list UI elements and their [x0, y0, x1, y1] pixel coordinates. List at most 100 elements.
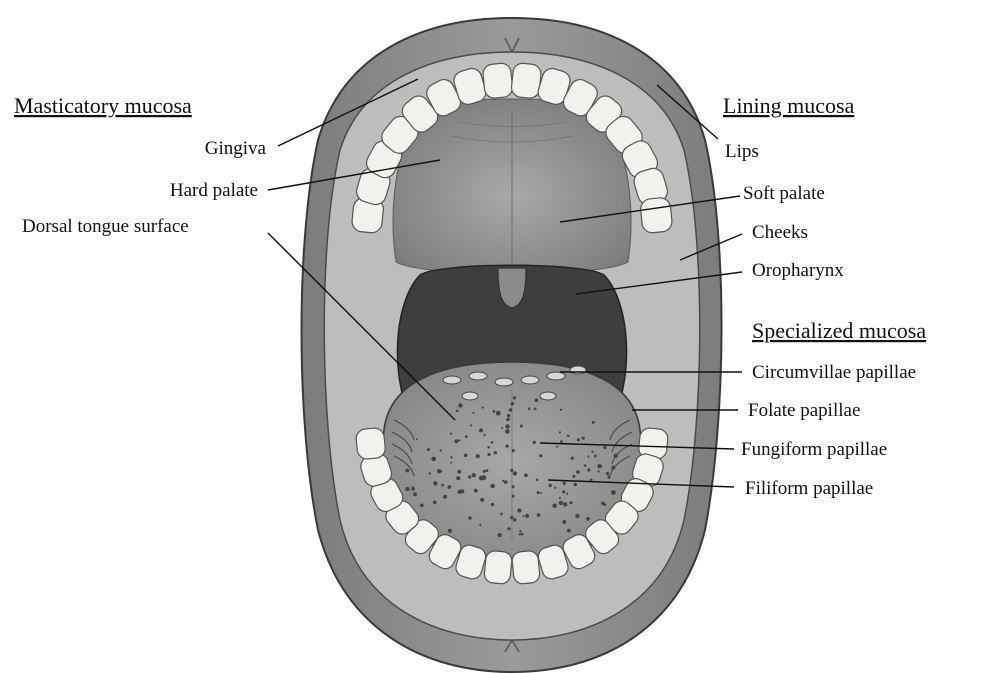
papilla-dot	[540, 492, 542, 494]
papilla-dot	[440, 449, 442, 451]
papilla-dot	[427, 448, 430, 451]
papilla-dot	[582, 437, 585, 440]
papilla-dot	[571, 457, 574, 460]
label-filiform-papillae: Filiform papillae	[745, 478, 873, 499]
papilla-dot	[450, 462, 452, 464]
papilla-dot	[562, 520, 566, 524]
papilla-dot	[591, 451, 593, 453]
papilla-dot	[563, 482, 566, 485]
heading-lining-mucosa: Lining mucosa	[723, 93, 855, 118]
label-lips: Lips	[725, 141, 759, 162]
papilla-dot	[512, 449, 515, 452]
papilla-dot	[517, 508, 521, 512]
papilla-dot	[536, 479, 539, 482]
papilla-dot	[476, 454, 480, 458]
papilla-dot	[482, 406, 484, 408]
papilla-dot	[537, 491, 540, 494]
papilla-dot	[584, 464, 587, 467]
papilla-dot	[533, 441, 536, 444]
papilla-dot	[563, 502, 568, 507]
label-dorsal-tongue-surface: Dorsal tongue surface	[22, 216, 189, 237]
papilla-dot	[506, 445, 509, 448]
papilla-dot	[464, 454, 468, 458]
papilla-dot	[487, 453, 490, 456]
papilla-dot	[465, 435, 468, 438]
papilla-dot	[607, 475, 610, 478]
lower-tooth	[511, 550, 540, 584]
papilla-dot	[510, 516, 513, 519]
papilla-dot	[448, 529, 452, 533]
papilla-dot	[431, 457, 436, 462]
papilla-dot	[513, 518, 516, 521]
papilla-dot	[523, 515, 525, 517]
heading-specialized-mucosa: Specialized mucosa	[752, 318, 926, 343]
papilla-dot	[592, 421, 595, 424]
papilla-dot	[468, 475, 471, 478]
papilla-dot	[506, 418, 510, 422]
papilla-dot	[454, 439, 458, 443]
papilla-dot	[507, 527, 510, 530]
papilla-dot	[473, 412, 475, 414]
papilla-dot	[525, 514, 529, 518]
papilla-dot	[491, 503, 494, 506]
papilla-dot	[513, 471, 517, 475]
papilla-dot	[611, 466, 615, 470]
papilla-dot	[600, 465, 602, 467]
papilla-dot	[512, 495, 515, 498]
papilla-dot	[549, 484, 552, 487]
upper-tooth	[640, 197, 673, 234]
papilla-dot	[567, 435, 570, 438]
papilla-dot	[456, 476, 460, 480]
lower-tooth	[484, 550, 513, 584]
papilla-dot	[606, 472, 609, 475]
label-oropharynx: Oropharynx	[752, 260, 844, 281]
papilla-dot	[594, 455, 597, 458]
papilla-dot	[420, 504, 424, 508]
upper-tooth	[511, 62, 542, 99]
papilla-dot	[598, 470, 600, 472]
papilla-dot	[559, 431, 561, 433]
papilla-dot	[493, 410, 496, 413]
papilla-dot	[448, 485, 452, 489]
papilla-dot	[614, 454, 618, 458]
papilla-dot	[575, 514, 579, 518]
papilla-dot	[479, 428, 483, 432]
papilla-dot	[535, 398, 539, 402]
papilla-dot	[513, 396, 516, 399]
papilla-dot	[569, 501, 572, 504]
papilla-dot	[505, 424, 510, 429]
papilla-dot	[437, 469, 441, 473]
papilla-dot	[416, 438, 418, 440]
papilla-dot	[483, 434, 485, 436]
papilla-dot	[494, 451, 497, 454]
papilla-dot	[504, 480, 508, 484]
papilla-dot	[560, 409, 562, 411]
papilla-dot	[482, 475, 487, 480]
label-hard-palate: Hard palate	[170, 180, 258, 201]
papilla-dot	[486, 469, 489, 472]
papilla-dot	[509, 408, 513, 412]
papilla-dot	[443, 495, 447, 499]
papilla-dot	[519, 530, 521, 532]
papilla-dot	[413, 492, 417, 496]
papilla-dot	[498, 533, 502, 537]
papilla-dot	[433, 481, 437, 485]
papilla-dot	[524, 474, 528, 478]
papilla-dot	[603, 446, 606, 449]
papilla-dot	[534, 408, 537, 411]
label-gingiva: Gingiva	[205, 138, 267, 159]
papilla-dot	[500, 513, 503, 516]
papilla-dot	[474, 489, 478, 493]
papilla-dot	[539, 454, 542, 457]
papilla-dot	[552, 504, 557, 509]
papilla-dot	[611, 490, 616, 495]
label-fungiform-papillae: Fungiform papillae	[741, 439, 887, 460]
papilla-dot	[405, 469, 409, 473]
papilla-dot	[587, 456, 589, 458]
papilla-dot	[590, 479, 593, 482]
upper-tooth	[482, 62, 513, 99]
papilla-dot	[559, 501, 563, 505]
papilla-dot	[520, 425, 523, 428]
